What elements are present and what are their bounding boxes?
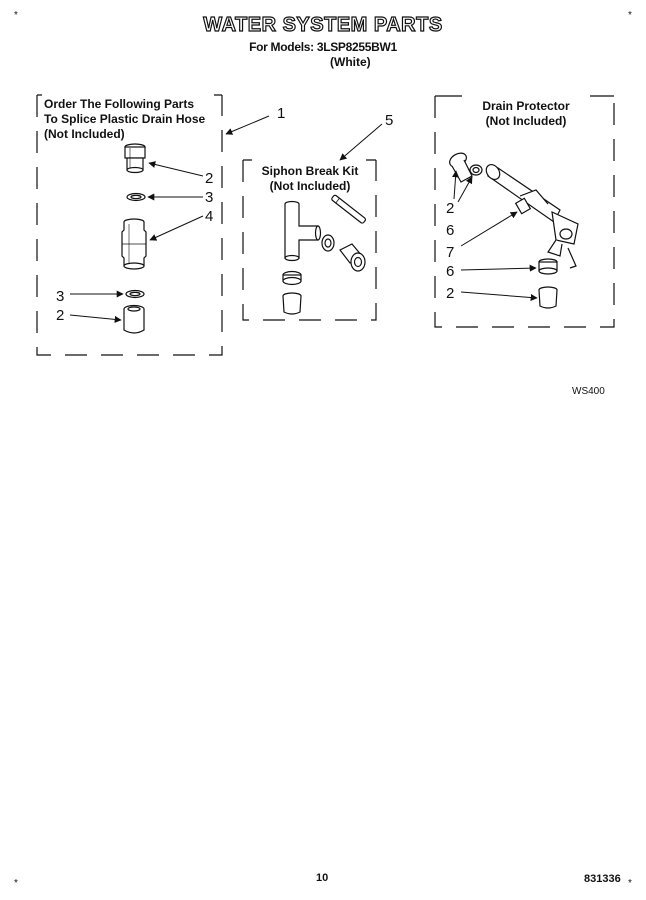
leader-right-7 xyxy=(460,211,518,247)
callout-right-6b: 6 xyxy=(446,263,455,280)
part-ring xyxy=(282,270,302,286)
left-box-frame xyxy=(36,95,223,356)
part-drain-cap-bottom xyxy=(538,286,558,309)
callout-right-2b: 2 xyxy=(446,285,455,302)
corner-mark-top-left: * xyxy=(14,10,18,21)
left-box-line3: (Not Included) xyxy=(44,127,125,141)
leader-left-2a xyxy=(148,161,204,177)
part-washer-top xyxy=(126,192,146,202)
corner-mark-bottom-right: * xyxy=(628,878,632,889)
callout-left-2b: 2 xyxy=(56,307,65,324)
part-washer-bottom xyxy=(125,289,145,299)
leader-right-2a xyxy=(452,170,460,200)
leader-right-2b xyxy=(460,291,538,301)
callout-right-2a: 2 xyxy=(446,200,455,217)
figure-reference: WS400 xyxy=(572,386,605,397)
part-drain-ring-top xyxy=(469,164,483,176)
part-drain-cap-top xyxy=(449,152,473,183)
part-drain-protector-body xyxy=(485,163,579,269)
right-box-line2: (Not Included) xyxy=(485,114,567,128)
middle-box-line2: (Not Included) xyxy=(269,179,351,193)
page-number: 10 xyxy=(316,872,329,884)
leader-5 xyxy=(339,123,383,161)
right-box-label: Drain Protector (Not Included) xyxy=(468,99,584,129)
part-nut xyxy=(321,234,335,252)
left-box-label: Order The Following Parts To Splice Plas… xyxy=(44,97,205,142)
page-title: WATER SYSTEM PARTS xyxy=(203,13,443,36)
part-siphon-fitting xyxy=(282,292,302,315)
part-tee xyxy=(284,200,322,262)
callout-right-6a: 6 xyxy=(446,222,455,239)
callout-right-7: 7 xyxy=(446,244,455,261)
middle-box-label: Siphon Break Kit (Not Included) xyxy=(256,164,364,194)
callout-left-2a: 2 xyxy=(205,170,214,187)
left-box-line1: Order The Following Parts xyxy=(44,97,195,111)
callout-5: 5 xyxy=(385,112,394,129)
part-coupling xyxy=(121,218,147,270)
leader-right-6b xyxy=(460,264,537,272)
callout-left-3a: 3 xyxy=(205,189,214,206)
part-tube xyxy=(331,194,367,224)
middle-box-line1: Siphon Break Kit xyxy=(261,164,359,178)
leader-1 xyxy=(225,115,270,135)
color-line: (White) xyxy=(330,55,371,69)
callout-left-4: 4 xyxy=(205,208,214,225)
part-fitting-bottom xyxy=(123,304,145,334)
callout-1: 1 xyxy=(277,105,286,122)
corner-mark-top-right: * xyxy=(628,10,632,21)
part-adapter xyxy=(339,243,366,272)
part-drain-ring-bottom xyxy=(538,258,558,275)
leader-left-4 xyxy=(149,215,204,241)
part-fitting-top xyxy=(124,143,146,174)
middle-box-frame xyxy=(242,160,377,321)
callout-left-3b: 3 xyxy=(56,288,65,305)
leader-left-2b xyxy=(69,314,122,323)
part-number: 831336 xyxy=(584,873,621,885)
models-line: For Models: 3LSP8255BW1 xyxy=(249,40,397,54)
right-box-frame xyxy=(434,96,615,328)
right-box-line1: Drain Protector xyxy=(482,99,570,113)
corner-mark-bottom-left: * xyxy=(14,878,18,889)
left-box-line2: To Splice Plastic Drain Hose xyxy=(44,112,206,126)
leader-right-6a xyxy=(457,176,473,203)
